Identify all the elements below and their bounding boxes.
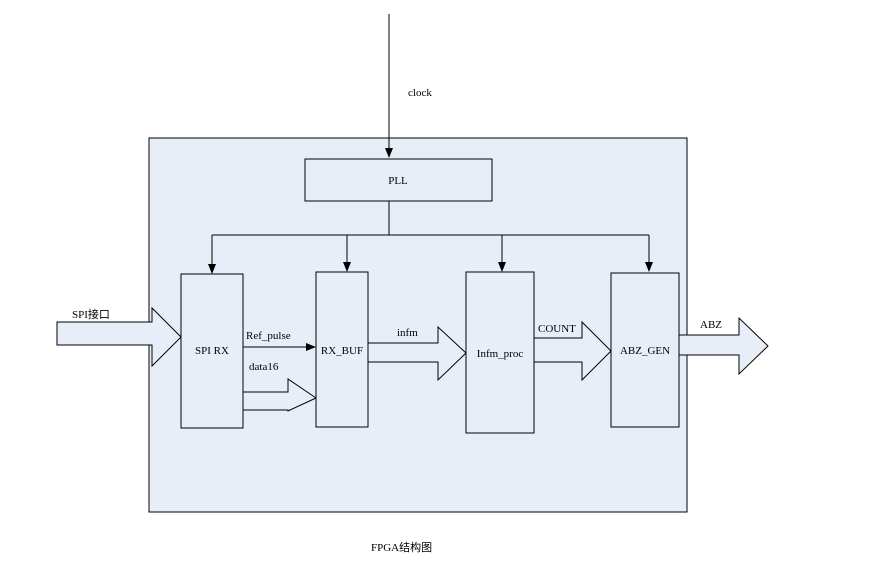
abz-gen-label: ABZ_GEN <box>620 345 670 357</box>
clock-label: clock <box>408 87 432 99</box>
ref-pulse-label: Ref_pulse <box>246 330 291 342</box>
pll-label: PLL <box>388 175 408 187</box>
spi-input-arrow <box>56 306 182 368</box>
abz-label: ABZ <box>700 319 722 331</box>
abz-output-arrow <box>678 316 769 376</box>
spi-rx-label: SPI RX <box>195 345 229 357</box>
pll-block <box>304 158 493 202</box>
data16-label: data16 <box>249 361 279 373</box>
count-arrow <box>533 320 612 382</box>
data16-arrow <box>242 378 318 412</box>
rx-buf-label: RX_BUF <box>321 345 363 357</box>
diagram-caption: FPGA结构图 <box>371 540 432 554</box>
count-label: COUNT <box>538 323 576 335</box>
infm-proc-label: Infm_proc <box>477 348 524 360</box>
infm-proc-block <box>465 271 535 434</box>
abz-gen-block <box>610 272 680 428</box>
spi-rx-block <box>180 273 244 429</box>
infm-label: infm <box>397 327 418 339</box>
spi-label: SPI接口 <box>72 308 110 321</box>
infm-arrow <box>367 325 467 382</box>
